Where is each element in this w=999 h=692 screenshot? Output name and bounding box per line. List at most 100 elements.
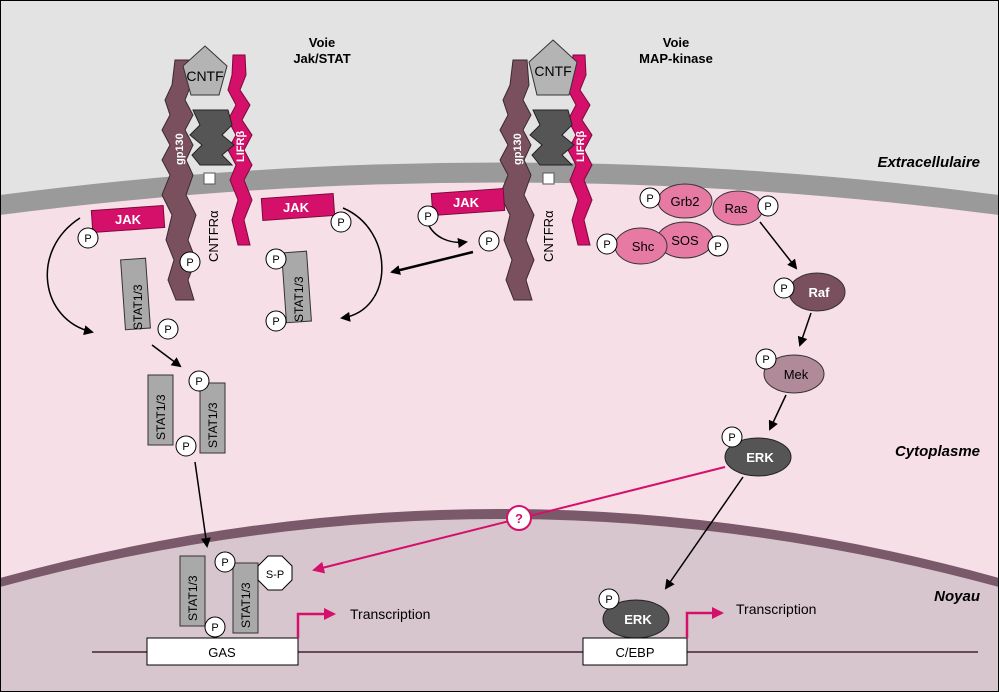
svg-text:P: P xyxy=(164,324,171,336)
svg-text:STAT1/3: STAT1/3 xyxy=(206,402,220,448)
cntf-ligand xyxy=(182,45,228,96)
cntf-label-2: CNTF xyxy=(534,63,571,79)
transcription-label-gas: Transcription xyxy=(350,606,430,622)
arrow-ras-to-raf xyxy=(759,221,798,270)
phosphate-4: P xyxy=(157,318,179,340)
cebp-promoter: C/EBP xyxy=(582,637,688,666)
cntfr-label: CNTFRα xyxy=(206,210,221,262)
svg-text:P: P xyxy=(84,233,91,245)
title-mapk-line1: Voie xyxy=(663,35,690,50)
phosphate-6: P xyxy=(265,248,287,270)
raf: Raf xyxy=(788,272,846,312)
cntfr-anchor xyxy=(203,172,216,185)
title-mapk-line2: MAP-kinase xyxy=(639,51,713,66)
grb2: Grb2 xyxy=(657,183,713,219)
svg-text:?: ? xyxy=(515,511,523,526)
cntfr-chain-2 xyxy=(529,109,575,166)
svg-text:Mek: Mek xyxy=(784,367,809,382)
svg-text:Ras: Ras xyxy=(724,201,748,216)
serine-phosphate: S-P xyxy=(257,555,293,591)
svg-text:STAT1/3: STAT1/3 xyxy=(239,582,253,628)
transcription-arrow-gas xyxy=(296,608,336,638)
stat-box-6: STAT1/3 xyxy=(232,562,259,634)
svg-text:JAK: JAK xyxy=(453,195,480,210)
phosphate-11: P xyxy=(417,205,439,227)
label-nucleus: Noyau xyxy=(934,588,980,605)
stat-box-2: STAT1/3 xyxy=(281,250,312,324)
arrow-jak-curve-left xyxy=(46,217,94,336)
svg-text:P: P xyxy=(603,239,610,251)
arrow-erk-to-nucleus xyxy=(664,476,744,590)
arrow-jak-curve-right xyxy=(340,207,383,322)
svg-text:P: P xyxy=(195,376,202,388)
phosphate-3: P xyxy=(179,251,201,273)
svg-text:SOS: SOS xyxy=(671,233,699,248)
cntf-ligand-2 xyxy=(528,39,578,96)
jak-right: JAK xyxy=(430,187,506,217)
erk-cytoplasm: ERK xyxy=(724,437,792,477)
svg-text:P: P xyxy=(646,193,653,205)
title-jakstat-line1: Voie xyxy=(309,35,336,50)
svg-text:Raf: Raf xyxy=(809,285,831,300)
jak-left-1: JAK xyxy=(90,204,166,234)
question-marker: ? xyxy=(506,505,532,531)
phosphate-20: P xyxy=(598,588,620,610)
stat-box-1: STAT1/3 xyxy=(120,257,151,331)
gas-promoter: GAS xyxy=(146,637,299,666)
gp130-label: gp130 xyxy=(174,133,186,165)
svg-text:P: P xyxy=(424,211,431,223)
svg-text:P: P xyxy=(485,236,492,248)
svg-text:C/EBP: C/EBP xyxy=(615,645,654,660)
transcription-label-cebp: Transcription xyxy=(736,601,816,617)
ras: Ras xyxy=(712,190,764,226)
arrow-mek-to-erk xyxy=(768,394,787,431)
phosphate-7: P xyxy=(188,370,210,392)
svg-text:Grb2: Grb2 xyxy=(671,194,700,209)
receptor-complex-left: CNTF gp130 LIFRβ CNTFRα xyxy=(161,45,253,301)
svg-text:STAT1/3: STAT1/3 xyxy=(292,276,306,322)
svg-text:P: P xyxy=(272,316,279,328)
stat-box-3: STAT1/3 xyxy=(147,374,174,446)
mek: Mek xyxy=(763,354,825,394)
arrow-raf-to-mek xyxy=(797,312,812,347)
phosphate-16: P xyxy=(707,235,729,257)
lifr-label-2: LIFRβ xyxy=(575,131,587,162)
svg-text:P: P xyxy=(728,432,735,444)
svg-text:Shc: Shc xyxy=(632,239,655,254)
svg-text:STAT1/3: STAT1/3 xyxy=(131,284,145,330)
svg-text:P: P xyxy=(272,254,279,266)
phosphate-1: P xyxy=(77,227,99,249)
shc: Shc xyxy=(614,227,668,265)
label-cytoplasm: Cytoplasme xyxy=(895,443,980,460)
erk-nucleus: ERK xyxy=(602,599,670,639)
arrow-dimer-to-nucleus xyxy=(194,461,211,548)
phosphate-8: P xyxy=(175,435,197,457)
phosphate-14: P xyxy=(757,195,779,217)
svg-text:P: P xyxy=(714,241,721,253)
phosphate-12: P xyxy=(478,230,500,252)
label-extracellular: Extracellulaire xyxy=(877,154,980,171)
lifr-label: LIFRβ xyxy=(235,131,247,162)
phosphate-2: P xyxy=(330,211,352,233)
phosphate-15: P xyxy=(596,233,618,255)
svg-text:P: P xyxy=(221,557,228,569)
arrows xyxy=(46,207,812,590)
gp130-label-2: gp130 xyxy=(512,133,524,165)
cntf-label: CNTF xyxy=(186,68,223,84)
cntfr-label-2: CNTFRα xyxy=(541,210,556,262)
phosphate-18: P xyxy=(755,348,777,370)
svg-text:JAK: JAK xyxy=(283,200,310,215)
title-jakstat-line2: Jak/STAT xyxy=(293,51,350,66)
receptor-complex-right: CNTF gp130 LIFRβ CNTFRα xyxy=(499,39,593,301)
svg-text:JAK: JAK xyxy=(115,212,142,227)
cntfr-chain xyxy=(189,109,235,166)
svg-text:ERK: ERK xyxy=(746,450,774,465)
svg-text:P: P xyxy=(780,283,787,295)
transcription-arrow-cebp xyxy=(685,607,724,638)
phosphate-19: P xyxy=(721,426,743,448)
phosphate-13: P xyxy=(639,187,661,209)
svg-text:S-P: S-P xyxy=(266,569,284,581)
